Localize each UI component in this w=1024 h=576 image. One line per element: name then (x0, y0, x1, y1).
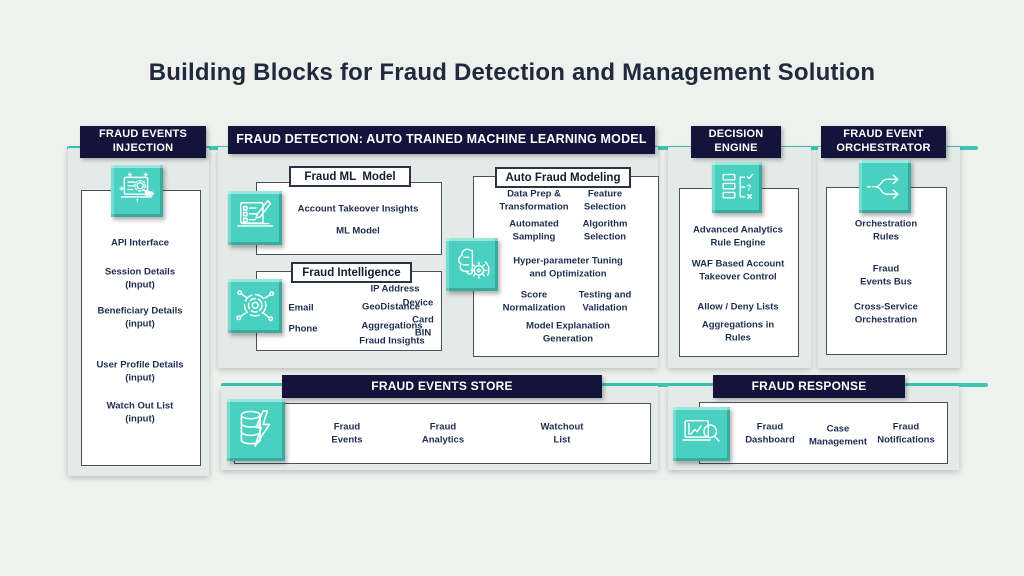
decision-item: Allow / Deny Lists (697, 301, 779, 313)
intelligence-item: IP Address (370, 283, 420, 295)
ml-model-item: Account Takeover Insights (297, 203, 419, 215)
page-title: Building Blocks for Fraud Detection and … (148, 59, 876, 86)
auto-fraud-modeling-box (473, 176, 659, 357)
decision-item: WAF Based Account Takeover Control (691, 258, 785, 283)
auto-modeling-item: Hyper-parameter Tuning and Optimization (513, 255, 623, 280)
injection-list-box (81, 190, 201, 466)
svg-text:?: ? (746, 183, 751, 192)
orchestrator-item: Fraud Events Bus (860, 263, 912, 288)
intelligence-item: Aggregations (361, 320, 423, 332)
ml-model-item: ML Model (336, 225, 380, 237)
response-item: Case Management (808, 423, 868, 448)
intelligence-item: Fraud Insights (359, 335, 425, 347)
orchestrator-item: Cross-Service Orchestration (854, 301, 918, 326)
auto-modeling-item: Model Explanation Generation (526, 320, 610, 345)
header-fraud-detection: FRAUD DETECTION: AUTO TRAINED MACHINE LE… (228, 126, 655, 154)
auto-modeling-item: Algorithm Selection (582, 218, 628, 243)
header-fraud-events-store: FRAUD EVENTS STORE (282, 375, 602, 398)
fingerprint-network-icon (228, 279, 282, 333)
store-item: Watchout List (540, 421, 584, 446)
decision-list-box (679, 188, 799, 357)
auto-modeling-item: Data Prep & Transformation (499, 188, 569, 213)
response-list-box (699, 402, 948, 464)
laptop-gear-cursor-icon (111, 165, 163, 217)
decision-item: Aggregations in Rules (701, 319, 775, 344)
intelligence-item: Email (288, 302, 314, 314)
header-fraud-event-orchestrator: FRAUD EVENT ORCHESTRATOR (821, 126, 946, 158)
store-list-box (234, 403, 651, 464)
auto-modeling-item: Feature Selection (583, 188, 627, 213)
intelligence-item: GeoDistance (361, 301, 421, 313)
intelligence-item: Card BIN (412, 314, 434, 339)
header-fraud-events-injection: FRAUD EVENTS INJECTION (80, 126, 206, 158)
intelligence-item: Device (402, 297, 434, 309)
auto-modeling-item: Testing and Validation (578, 289, 632, 314)
dashboard-magnifier-icon (673, 407, 730, 461)
rules-decision-icon: ? (712, 162, 762, 213)
connector-line-bottom-row (221, 383, 988, 387)
intelligence-item: Phone (288, 323, 318, 335)
brain-gear-icon (446, 238, 498, 291)
store-item: Fraud Analytics (421, 421, 465, 446)
injection-item: User Profile Details (input) (96, 359, 184, 384)
fraud-ml-model-box (256, 182, 442, 255)
response-item: Fraud Dashboard (745, 421, 795, 446)
header-fraud-response: FRAUD RESPONSE (713, 375, 905, 398)
injection-item: Beneficiary Details (input) (97, 305, 183, 330)
decision-item: Advanced Analytics Rule Engine (693, 224, 783, 249)
store-item: Fraud Events (331, 421, 363, 446)
injection-item: Watch Out List (input) (106, 400, 174, 425)
orchestrator-item: Orchestration Rules (854, 218, 918, 243)
header-decision-engine: DECISION ENGINE (691, 126, 781, 158)
laptop-checklist-pencil-icon (228, 191, 282, 245)
auto-modeling-item: Automated Sampling (509, 218, 559, 243)
injection-item: API Interface (110, 237, 170, 249)
injection-item: Session Details (Input) (104, 266, 176, 291)
branch-arrows-icon (859, 160, 911, 213)
response-item: Fraud Notifications (877, 421, 935, 446)
auto-modeling-item: Score Normalization (502, 289, 566, 314)
fraud-intelligence-box (256, 271, 442, 351)
fraud-intelligence-label: Fraud Intelligence (291, 262, 412, 283)
auto-fraud-modeling-label: Auto Fraud Modeling (495, 167, 631, 188)
database-lightning-icon (227, 399, 285, 461)
fraud-ml-model-label: Fraud ML Model (289, 166, 411, 187)
orchestrator-list-box (826, 187, 947, 355)
